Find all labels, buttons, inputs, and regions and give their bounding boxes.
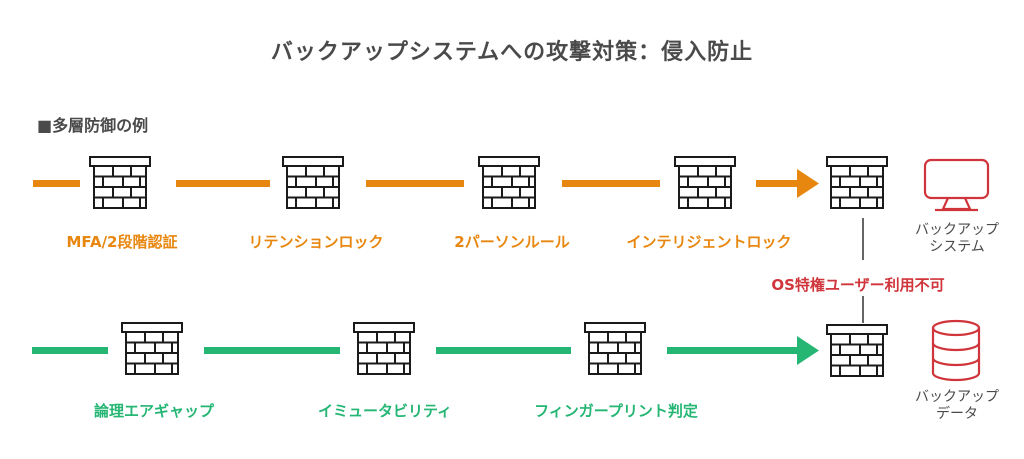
layer-label-immutability: イミュータビリティ [317,402,453,420]
brick-wall-icon [89,156,151,209]
target-label-backup-data: バックアップ データ [915,389,999,423]
orange-line-segment [562,180,660,187]
brick-wall-icon [282,156,344,209]
green-connector-lines [32,336,819,365]
target-label-line: データ [936,406,978,422]
page-title: バックアップシステムへの攻撃対策：侵入防止 [270,40,754,65]
orange-connector-lines [33,169,819,198]
orange-line-segment [33,180,80,187]
layer-label-intelligent-lock: インテリジェントロック [626,233,792,251]
orange-line-segment [176,180,270,187]
orange-line-segment [366,180,464,187]
brick-wall-icon [674,156,736,209]
target-label-backup-system: バックアップ システム [915,222,999,256]
target-label-line: バックアップ [915,222,999,238]
green-arrow-shaft [667,347,799,354]
orange-arrow-shaft [756,180,799,187]
brick-wall-icon [826,156,888,209]
brick-wall-icon [121,322,183,375]
green-line-segment [32,347,108,354]
layer-label-mfa: MFA/2段階認証 [66,233,178,251]
database-icon [931,319,981,382]
green-line-segment [204,347,340,354]
brick-wall-icon [353,322,415,375]
green-arrow-head [797,336,819,365]
target-label-line: システム [929,239,985,255]
layer-label-retention-lock: リテンションロック [248,233,384,251]
section-heading: ■多層防御の例 [37,116,149,135]
brick-wall-icon [584,322,646,375]
green-line-segment [436,347,571,354]
target-label-line: バックアップ [915,389,999,405]
shared-wall-label: OS特権ユーザー利用不可 [771,276,945,294]
layer-label-two-person-rule: 2パーソンルール [454,233,570,251]
orange-arrow-head [797,169,819,198]
layer-label-logical-air-gap: 論理エアギャップ [93,402,215,420]
monitor-icon [923,158,990,212]
brick-wall-icon [826,324,888,377]
layer-label-fingerprint: フィンガープリント判定 [534,402,698,420]
brick-wall-icon [478,156,540,209]
